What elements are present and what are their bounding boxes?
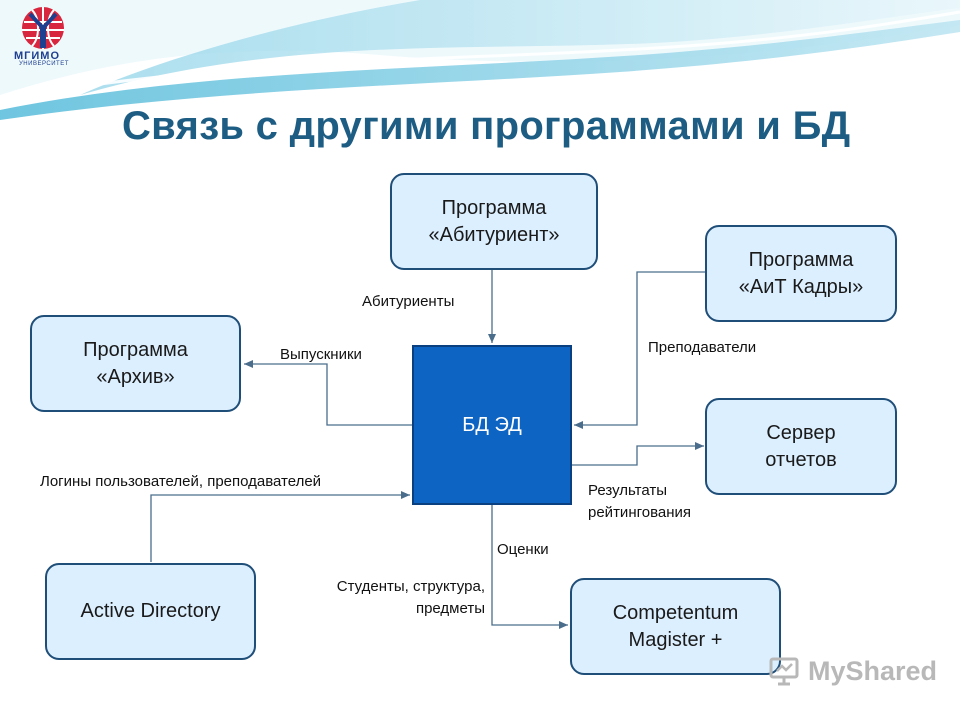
node-arhiv: Программа «Архив» — [30, 315, 241, 412]
node-bd-ed-label: БД ЭД — [462, 413, 522, 436]
edge-label-students-line1: Студенты, структура, — [336, 578, 485, 595]
edge-label-results: Результаты рейтингования — [588, 480, 691, 524]
node-active-directory-label: Active Directory — [80, 600, 221, 622]
node-abiturient-line2: «Абитуриент» — [428, 223, 560, 246]
node-ait-kadry-line2: «АиТ Кадры» — [738, 275, 864, 298]
edge-label-results-line2: рейтингования — [588, 503, 692, 521]
globe-logo-icon — [22, 7, 64, 49]
node-competentum-line2: Magister + — [628, 628, 723, 651]
edge-label-abiturienty: Абитуриенты — [362, 293, 455, 310]
edge-server — [572, 442, 704, 466]
edge-label-students: Студенты, структура, предметы — [298, 576, 485, 620]
watermark: MyShared — [768, 655, 937, 687]
watermark-text: MyShared — [808, 655, 938, 686]
node-abiturient: Программа «Абитуриент» — [390, 173, 598, 270]
logo-name: МГИМО — [14, 50, 61, 62]
edge-label-students-line2: предметы — [415, 599, 485, 617]
edge-label-results-line1: Результаты — [588, 482, 667, 499]
node-competentum: Competentum Magister + — [570, 578, 781, 675]
edge-label-prepodavateli: Преподаватели — [648, 339, 757, 356]
edge-competentum — [488, 496, 568, 629]
edge-label-logins: Логины пользователей, преподавателей — [40, 473, 322, 490]
node-report-server: Сервер отчетов — [705, 398, 897, 495]
edge-ait-kadry — [574, 271, 705, 429]
logo-subtitle: УНИВЕРСИТЕТ — [19, 61, 69, 67]
node-competentum-line1: Competentum — [612, 601, 739, 624]
node-active-directory: Active Directory — [45, 563, 256, 660]
node-abiturient-line1: Программа — [441, 196, 547, 219]
node-report-server-line1: Сервер — [766, 421, 836, 444]
node-arhiv-line2: «Архив» — [96, 365, 175, 388]
node-arhiv-line1: Программа — [83, 338, 188, 361]
edge-label-ocenki: Оценки — [497, 541, 549, 558]
edge-ad — [150, 491, 410, 562]
edge-arhiv — [244, 360, 412, 426]
edge-label-vypuskniki: Выпускники — [280, 346, 362, 363]
mgimo-logo: МГИМО УНИВЕРСИТЕТ — [8, 4, 78, 67]
slide-title: Связь с другими программами и БД — [122, 104, 851, 148]
node-report-server-line2: отчетов — [765, 448, 837, 471]
node-ait-kadry: Программа «АиТ Кадры» — [705, 225, 897, 322]
presentation-icon — [769, 657, 799, 686]
node-ait-kadry-line1: Программа — [748, 248, 854, 271]
node-bd-ed: БД ЭД — [412, 345, 572, 505]
